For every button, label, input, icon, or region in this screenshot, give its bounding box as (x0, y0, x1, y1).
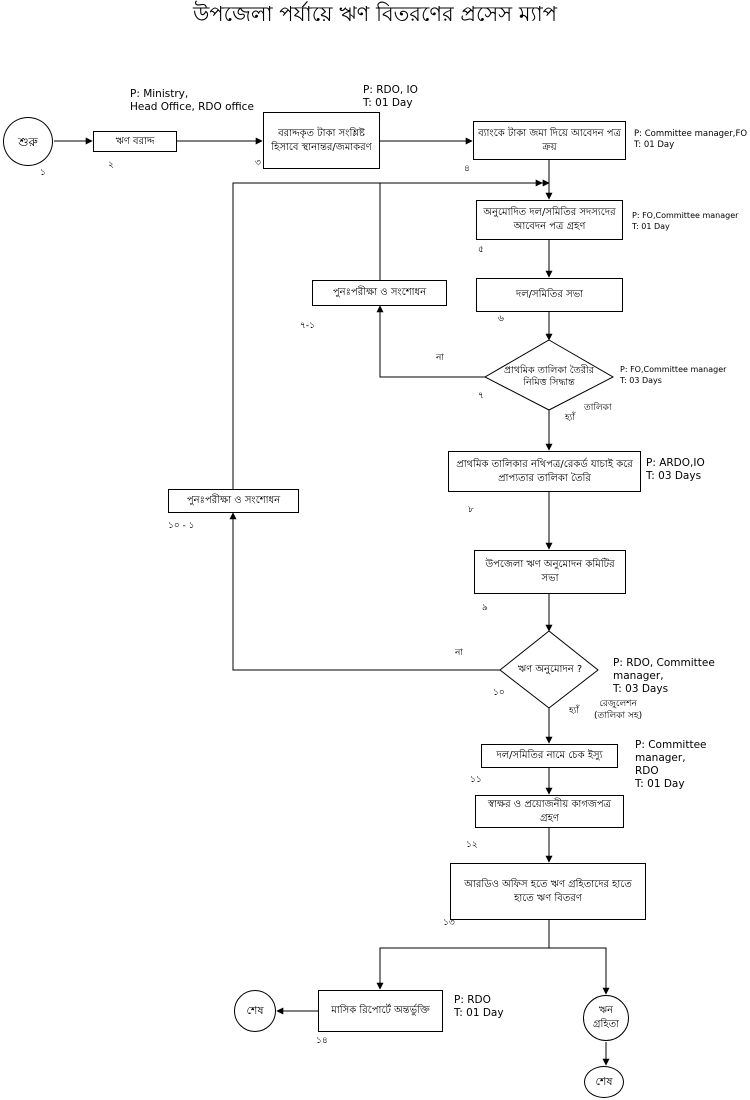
annotation-step-10: P: RDO, Committee manager, T: 03 Days (613, 657, 715, 695)
edge-label-no-7: না (436, 353, 444, 363)
step-number: ৭-১ (300, 321, 315, 331)
step-8-verify-records: প্রাথমিক তালিকার নথিপত্র/রেকর্ড যাচাই কর… (448, 451, 641, 492)
decision-7-shape (483, 339, 615, 411)
step-number: ৬ (498, 314, 504, 324)
edge-label-resolution-10: রেজুলেশন (তালিকা সহ) (594, 699, 643, 721)
annotation-step-14: P: RDO T: 01 Day (454, 994, 504, 1019)
annotation-step-4: P: Committee manager,FO T: 01 Day (634, 129, 748, 150)
step-6-group-meeting: দল/সমিতির সভা (476, 278, 623, 312)
step-10-1-recheck: পুনঃপরীক্ষা ও সংশোধন (168, 489, 299, 513)
step-number: ১ (40, 168, 46, 178)
step-number: ৫ (478, 245, 484, 255)
step-number: ৩ (255, 158, 261, 168)
step-12-sign-documents: স্বাক্ষর ও প্রয়োজনীয় কাগজপত্র গ্রহণ (475, 795, 624, 828)
step-13-loan-distribution: আরডিও অফিস হতে ঋণ গ্রহিতাদের হাতে হাতে ঋ… (450, 863, 646, 920)
edge-d7-s71 (376, 305, 485, 378)
edge-s13-split (376, 920, 550, 990)
step-11-cheque-issue: দল/সমিতির নামে চেক ইস্যু (481, 744, 618, 768)
start-node: শুরু (3, 117, 53, 166)
step-5-receive-application: অনুমোদিত দল/সমিতির সদস্যদের আবেদন পত্র গ… (476, 200, 623, 240)
step-9-approval-meeting: উপজেলা ঋণ অনুমোদন কমিটির সভা (474, 550, 626, 594)
step-number: ২ (108, 160, 114, 170)
step-number: ৯ (482, 603, 488, 613)
step-number: ১২ (466, 840, 478, 850)
step-number: ৮ (468, 505, 474, 515)
annotation-step-11: P: Committee manager, RDO T: 01 Day (635, 739, 707, 790)
annotation-step-3: P: RDO, IO T: 01 Day (363, 84, 418, 109)
step-number: ১০ (493, 688, 505, 698)
annotation-step-2: P: Ministry, Head Office, RDO office (130, 88, 254, 113)
step-number: ১০ - ১ (168, 521, 195, 531)
step-number: ৪ (464, 164, 470, 174)
step-2-loan-allocation: ঋণ বরাদ্দ (93, 131, 177, 152)
step-14-monthly-report: মাসিক রিপোর্টে অন্তর্ভুক্তি (318, 990, 443, 1032)
annotation-step-5: P: FO,Committee manager T: 01 Day (632, 211, 739, 231)
step-7-1-recheck: পুনঃপরীক্ষা ও সংশোধন (312, 280, 447, 306)
annotation-step-8: P: ARDO,IO T: 03 Days (646, 457, 705, 482)
step-3-fund-transfer: বরাদ্দকৃত টাকা সংশ্লিষ্ট হিসাবে স্থানান্… (263, 112, 380, 169)
loan-recipient-node: ঋন গ্রহিতা (583, 995, 629, 1041)
edge-s101-top (232, 182, 549, 489)
end-node-1: শেষ (234, 990, 276, 1032)
diagram-title: উপজেলা পর্যায়ে ঋণ বিতরণের প্রসেস ম্যাপ (193, 2, 557, 26)
edge-split-rec (549, 947, 607, 993)
annotation-step-7: P: FO,Committee manager T: 03 Days (620, 365, 727, 385)
step-4-buy-application: ব্যাংকে টাকা জমা দিয়ে আবেদন পত্র ক্রয় (473, 121, 626, 160)
step-number: ১১ (470, 775, 482, 785)
decision-10-text: ঋণ অনুমোদন ? (517, 664, 583, 675)
step-number: ১৩ (443, 918, 455, 928)
decision-7-text: প্রাথমিক তালিকা তৈরীর নিমিত্ত সিদ্ধান্ত (504, 365, 594, 388)
step-number: ৭ (478, 391, 484, 401)
edge-label-list-7: তালিকা (584, 403, 612, 413)
decision-10-shape (499, 630, 599, 709)
edge-d10-s101 (229, 512, 500, 671)
end-node-2: শেষ (584, 1066, 624, 1098)
edge-label-yes-7: হ্যাঁ (565, 413, 575, 423)
edge-label-yes-10: হ্যাঁ (569, 706, 579, 716)
edge-label-no-10: না (455, 648, 463, 658)
step-number: ১৪ (316, 1036, 328, 1046)
